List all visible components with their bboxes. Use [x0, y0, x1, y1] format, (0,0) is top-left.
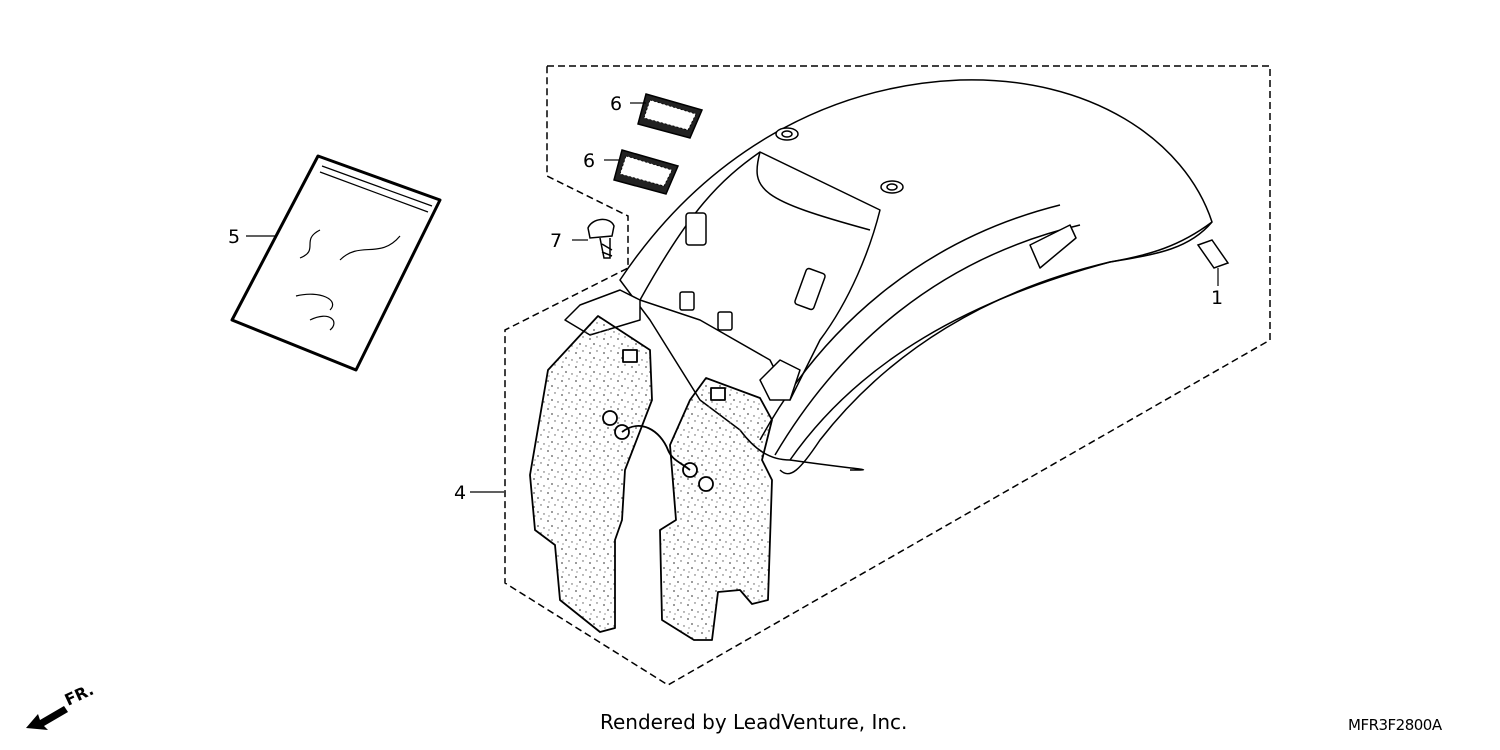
callout-4: 4 — [454, 482, 466, 504]
mud-flap-set — [529, 315, 773, 641]
front-direction-label: FR. — [62, 684, 97, 710]
callout-6-upper: 6 — [610, 93, 622, 115]
fender-emblem — [1196, 239, 1230, 269]
push-rivet-clip — [587, 218, 615, 259]
document-bag — [230, 154, 442, 372]
mud-flap-right — [659, 377, 773, 641]
rear-fender — [564, 79, 1213, 475]
assembly-boundary — [504, 65, 1271, 686]
rubber-grommet-upper — [637, 93, 704, 139]
diagram-code: MFR3F2800A — [1348, 716, 1442, 734]
front-direction-arrow-icon: FR. — [26, 684, 97, 730]
callout-7: 7 — [550, 230, 562, 252]
leader-lines — [246, 102, 1219, 493]
rubber-grommet-lower — [613, 149, 680, 195]
mud-flap-left — [529, 315, 653, 633]
callout-6-lower: 6 — [583, 150, 595, 172]
callout-1: 1 — [1211, 287, 1223, 309]
callout-5: 5 — [228, 226, 240, 248]
render-credit: Rendered by LeadVenture, Inc. — [600, 710, 908, 734]
